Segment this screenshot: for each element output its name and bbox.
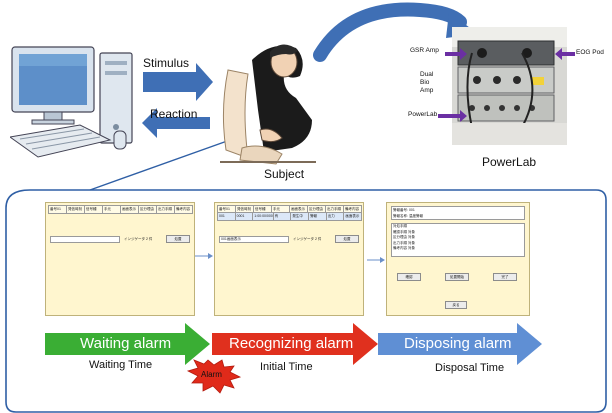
list-item: 区分理由 対象 (393, 235, 415, 239)
screen3-complete-button[interactable]: 完了 (493, 273, 517, 281)
powerlab-unit-label: PowerLab (408, 111, 438, 118)
screen2-button[interactable]: 処置 (335, 235, 359, 243)
stage-arrow-recognizing (212, 323, 378, 365)
screen-disposing: 警報番号: 001 警報名称: 温度警報 対処手順 確認手順 対象 区分理由 対… (386, 202, 530, 316)
screen3-confirm-button[interactable]: 確認 (397, 273, 421, 281)
stage-label-recognizing: Recognizing alarm (229, 335, 354, 352)
list-item: 出力手順 対象 (393, 240, 415, 245)
stage-time-waiting: Waiting Time (89, 359, 153, 371)
frame-connector-line (89, 139, 231, 191)
list-item: 確認手順 対象 (393, 229, 415, 234)
screen1-input-left[interactable] (50, 236, 120, 243)
stage-label-waiting: Waiting alarm (80, 335, 172, 352)
stage-time-recognizing: Initial Time (260, 361, 313, 373)
powerlab-photo (452, 27, 567, 145)
stage-time-disposing: Disposal Time (435, 362, 505, 374)
gsr-amp-label: GSR Amp (410, 47, 439, 54)
dual-bio-amp-label: Dual Bio Amp (420, 71, 434, 94)
screen2-field-value: インジゲータ 2 件 (293, 237, 322, 241)
stimulus-arrow (143, 63, 213, 101)
screen3-info-box: 警報番号: 001 警報名称: 温度警報 (391, 206, 525, 220)
screen3-line1: 警報番号: 001 (393, 208, 415, 212)
stimulus-label: Stimulus (143, 56, 190, 70)
screen1-button[interactable]: 処置 (166, 235, 190, 243)
computer-icon (10, 46, 133, 158)
screen2-input-left[interactable]: 001画面表示 (219, 236, 289, 243)
screen3-back-button[interactable]: 戻る (445, 301, 467, 309)
powerlab-caption: PowerLab (482, 155, 537, 169)
reaction-label: Reaction (150, 107, 198, 121)
screen3-procedure-list: 対処手順 確認手順 対象 区分理由 対象 出力手順 対象 備考内容 対象 (391, 223, 525, 257)
subject-figure-icon (220, 44, 316, 165)
alarm-burst-label: Alarm (201, 370, 222, 379)
screen1-field-value: インジゲータ 2 件 (124, 237, 153, 241)
list-item: 対処手順 (393, 224, 407, 228)
subject-label: Subject (264, 167, 305, 181)
screen3-line2: 警報名称: 温度警報 (393, 214, 423, 218)
alarm-burst-icon (186, 359, 242, 394)
stage-arrow-waiting (45, 323, 210, 365)
reaction-arrow (142, 108, 210, 138)
stage-arrow-disposing (378, 323, 542, 365)
list-item: 備考内容 対象 (393, 246, 415, 250)
eog-pod-label: EOG Pod (576, 49, 604, 56)
stage-label-disposing: Disposing alarm (404, 335, 512, 352)
detail-frame (5, 189, 607, 413)
screen3-start-button[interactable]: 処置開始 (445, 273, 469, 281)
